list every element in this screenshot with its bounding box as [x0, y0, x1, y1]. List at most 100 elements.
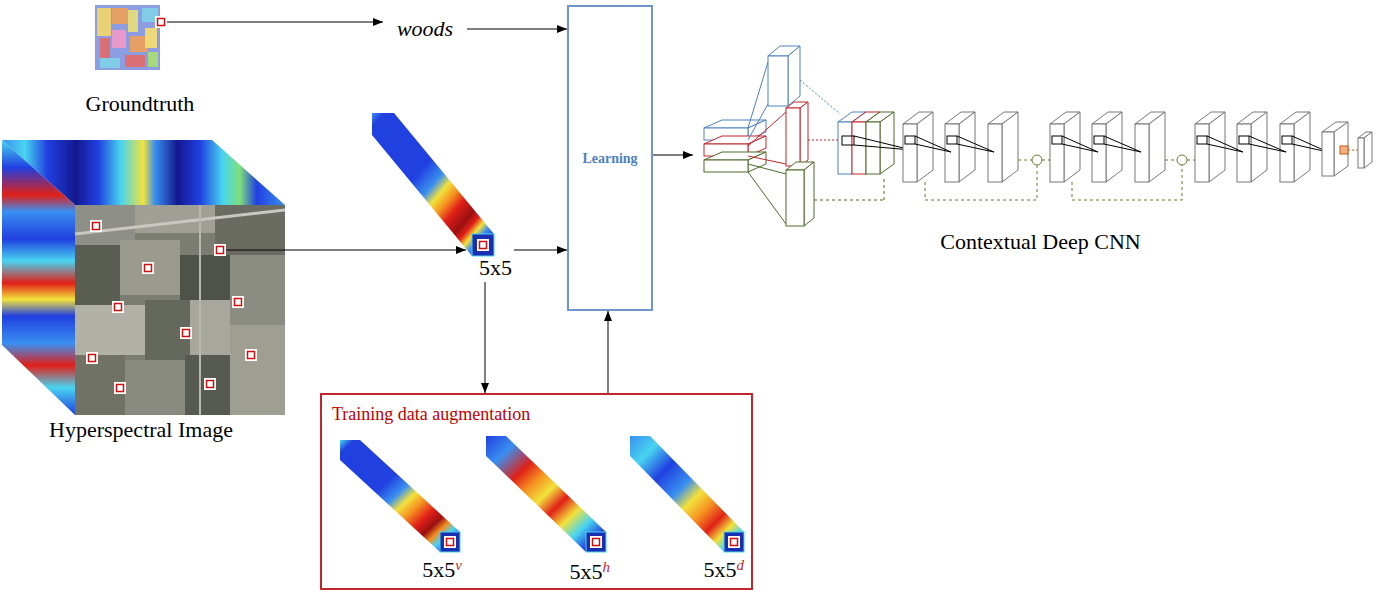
- block-front: [1092, 124, 1106, 182]
- block-side: [1149, 112, 1165, 182]
- pixel-marker: [180, 327, 192, 339]
- groundtruth-map: [95, 5, 202, 70]
- spectral-patch: [486, 436, 606, 552]
- process-box: Learning: [567, 5, 653, 311]
- sum-node: [1177, 155, 1187, 165]
- kernel: [1052, 136, 1062, 144]
- text-line: Training data augmentation: [332, 405, 530, 425]
- text-line: 5x5d: [704, 558, 745, 582]
- network-line: [915, 144, 951, 152]
- patch-node: 5x5h: [482, 430, 612, 586]
- pixel-marker: [86, 352, 98, 364]
- pixel-marker: [117, 385, 124, 392]
- block-side: [1334, 122, 1348, 176]
- block-front: [1280, 124, 1294, 182]
- map-region: [128, 10, 138, 32]
- spectral-patch: [372, 113, 494, 256]
- cnn-drawing: [704, 46, 1372, 226]
- arrow-connector: [514, 250, 567, 251]
- text-line: Contextual Deep CNN: [940, 230, 1140, 254]
- pixel-marker: [158, 19, 165, 26]
- block-side: [804, 162, 814, 226]
- superscript-label: d: [737, 557, 745, 573]
- patch-front: [472, 234, 494, 256]
- kernel: [947, 136, 957, 144]
- layer-block: [786, 102, 808, 166]
- hyperspectral-cube: [2, 140, 285, 415]
- map-region: [112, 30, 126, 48]
- pixel-marker: [593, 539, 600, 546]
- patch-node: 5x5v: [336, 430, 466, 586]
- node-label: 5x5: [422, 557, 455, 582]
- network-node: Contextual Deep CNN: [693, 36, 1388, 256]
- pixel-marker: [447, 539, 454, 546]
- block-front: [852, 122, 866, 174]
- text-line: Learning: [582, 149, 637, 167]
- pixel-marker: [235, 299, 242, 306]
- field: [230, 325, 285, 415]
- pixel-marker: [731, 539, 738, 546]
- block-front: [1050, 124, 1064, 182]
- map-ground: [95, 5, 160, 70]
- field: [180, 255, 230, 300]
- field: [190, 300, 230, 355]
- node-label: Groundtruth: [86, 91, 195, 116]
- network-line: [1348, 150, 1358, 151]
- superscript-label: h: [603, 559, 611, 575]
- pixel-marker: [477, 239, 489, 251]
- block-side: [748, 152, 766, 172]
- network-line: [748, 62, 768, 128]
- text-line: woods: [397, 17, 453, 41]
- arrow-connector: [467, 29, 567, 30]
- block-front: [704, 160, 748, 172]
- network-line: [1062, 136, 1098, 152]
- network-line: [1104, 144, 1141, 152]
- network-line: [1018, 160, 1032, 161]
- node-label: Learning: [582, 151, 637, 166]
- text-line: 5x5: [479, 256, 512, 280]
- layer-block: [1322, 122, 1348, 176]
- image-node: Groundtruth: [78, 4, 202, 118]
- node-label: woods: [397, 16, 453, 41]
- block-front: [838, 122, 852, 174]
- arrow-connector: [653, 155, 693, 156]
- node-label: Training data augmentation: [332, 404, 530, 424]
- layer-block: [786, 162, 814, 226]
- pixel-marker: [112, 301, 124, 313]
- block-front: [866, 122, 880, 174]
- block-front: [1135, 124, 1149, 182]
- pixel-marker: [248, 352, 255, 359]
- text-line: Hyperspectral Image: [49, 418, 233, 442]
- field: [75, 205, 135, 245]
- layer-block: [866, 112, 894, 174]
- pixel-marker: [90, 220, 102, 232]
- node-label: Hyperspectral Image: [49, 417, 233, 442]
- class-label-node: woods: [383, 10, 467, 48]
- text-line: 5x5v: [422, 558, 462, 582]
- skip-connection: [925, 165, 1037, 200]
- pixel-marker: [245, 349, 257, 361]
- arrow-connector: [485, 282, 486, 393]
- pointer-line: [226, 250, 282, 251]
- sum-node: [1032, 155, 1042, 165]
- kernel: [1282, 136, 1292, 144]
- network-line: [800, 80, 840, 114]
- field: [120, 240, 180, 295]
- kernel: [1197, 136, 1207, 144]
- field: [75, 355, 125, 415]
- skip-connection: [1072, 165, 1182, 200]
- pixel-marker: [207, 381, 214, 388]
- patch-front: [440, 532, 460, 552]
- block-front: [786, 108, 800, 166]
- pixel-marker: [89, 355, 96, 362]
- pixel-marker: [480, 242, 487, 249]
- block-side: [800, 102, 808, 166]
- layer-block: [1358, 132, 1372, 168]
- superscript-label: v: [455, 557, 462, 573]
- layer-block: [1135, 112, 1165, 182]
- layer-block: [988, 112, 1018, 182]
- map-region: [100, 58, 120, 68]
- text-line: 5x5h: [570, 560, 611, 584]
- map-region: [100, 38, 110, 58]
